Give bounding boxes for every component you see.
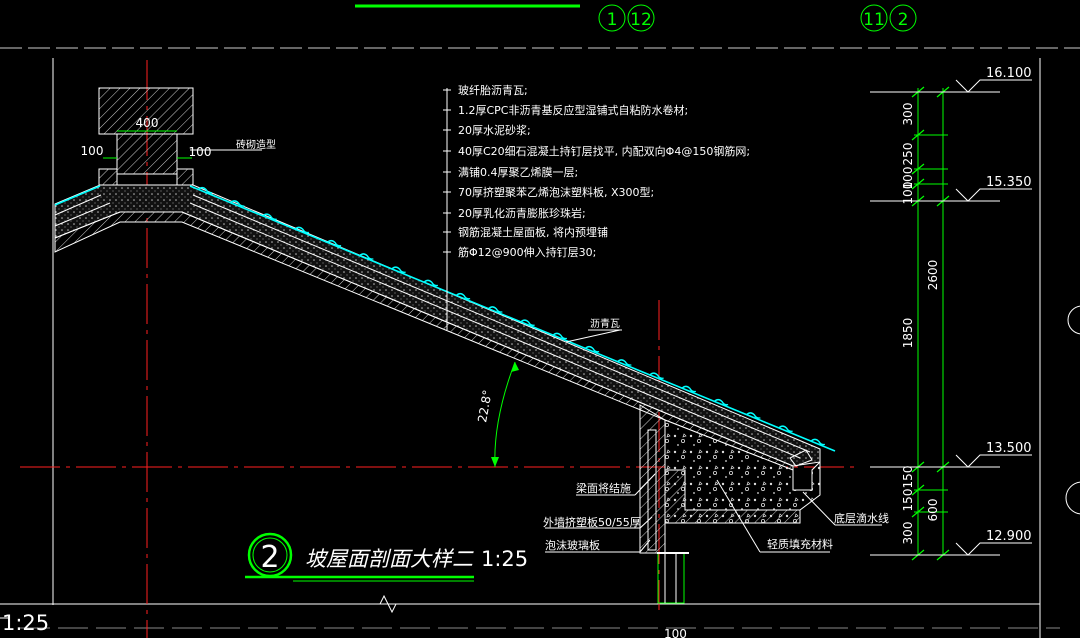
tile-tab xyxy=(487,306,503,313)
tile-tab xyxy=(584,345,600,353)
tile-tab xyxy=(262,213,277,221)
bottom-dim-100: 100 xyxy=(664,627,687,638)
layer-callout: 玻纤胎沥青瓦; 1.2厚CPC非沥青基反应型湿铺式自粘防水卷材; 20厚水泥砂浆… xyxy=(443,83,750,330)
title-text: 坡屋面剖面大样二 xyxy=(305,547,474,571)
dim-300-top: 300 xyxy=(901,103,915,126)
footer: 1:25 100 xyxy=(0,611,687,638)
slope-angle: 22.8° xyxy=(475,361,519,468)
tile-tab xyxy=(745,412,761,419)
elevation-upper: 15.350 xyxy=(986,175,1032,190)
footer-scale: 1:25 xyxy=(2,611,49,635)
elevation-top: 16.100 xyxy=(986,66,1032,81)
tile-tab xyxy=(294,226,310,234)
drip-label: 底层滴水线 xyxy=(834,511,889,525)
tile-tabs xyxy=(197,186,826,446)
tile-tab xyxy=(649,372,664,380)
ridge-left-dim: 100 xyxy=(81,144,104,158)
dim-100-b: 100 xyxy=(901,182,915,205)
tile-tab xyxy=(455,292,471,300)
dim-100-a: 100 xyxy=(901,167,915,190)
axis-bubble-right: 11 2 xyxy=(860,4,917,32)
dim-250: 250 xyxy=(901,143,915,166)
drawing-header: 1 12 11 2 xyxy=(0,4,1080,49)
tile-tab xyxy=(681,385,697,393)
insulation-label-1: 外墙挤塑板50/55厚 xyxy=(543,515,641,529)
dim-300-bottom: 300 xyxy=(901,522,915,545)
insulation-label-2: 泡沫玻璃板 xyxy=(545,538,600,552)
tile-tab xyxy=(358,253,374,260)
tile-tab xyxy=(520,319,535,327)
drawing-title: 2 坡屋面剖面大样二 1:25 xyxy=(245,532,528,582)
axis-label-right-a: 11 xyxy=(863,10,885,30)
dim-2600: 2600 xyxy=(926,260,940,291)
layer-item: 70厚挤塑聚苯乙烯泡沫塑料板, X300型; xyxy=(458,185,654,199)
dim-1850: 1850 xyxy=(901,318,915,349)
tile-tab xyxy=(552,332,568,340)
tile-tab xyxy=(713,398,729,406)
vertical-dimensions: 300 250 100 100 2600 1850 150 150 600 30… xyxy=(901,86,950,561)
layer-item: 40厚C20细石混凝土持钉层找平, 内配双向Φ4@150钢筋网; xyxy=(458,144,750,158)
leader-labels: 梁面将结施 外墙挤塑板50/55厚 泡沫玻璃板 轻质填充材料 底层滴水线 xyxy=(543,473,889,553)
layer-item: 玻纤胎沥青瓦; xyxy=(458,83,528,97)
ridge-label: 砖砌造型 xyxy=(236,138,276,151)
light-fill-label: 轻质填充材料 xyxy=(767,537,833,551)
ridge-block xyxy=(98,87,194,186)
beam-label: 梁面将结施 xyxy=(576,481,631,495)
dim-600: 600 xyxy=(926,499,940,522)
tile-callout: 沥青瓦 xyxy=(565,317,622,343)
tile-tab xyxy=(229,200,245,207)
elevation-bottom: 12.900 xyxy=(986,529,1032,544)
title-number: 2 xyxy=(260,540,279,575)
layer-item: 钢筋混凝土屋面板, 将内预埋铺 xyxy=(458,225,608,239)
axis-label-right-b: 2 xyxy=(898,10,909,30)
layer-item: 筋Φ12@900伸入持钉层30; xyxy=(458,245,596,259)
ridge-dimensions: 400 100 100 砖砌造型 xyxy=(81,116,276,159)
tile-tab xyxy=(616,359,632,366)
layer-item: 20厚水泥砂浆; xyxy=(458,123,531,137)
layer-item: 1.2厚CPC非沥青基反应型湿铺式自粘防水卷材; xyxy=(458,103,688,117)
axis-label-left-b: 12 xyxy=(630,10,652,30)
tile-tab xyxy=(423,279,439,287)
frame-lines xyxy=(0,58,1060,638)
title-scale: 1:25 xyxy=(481,547,528,571)
tile-tab xyxy=(391,266,406,274)
tile-tab xyxy=(778,425,793,433)
layer-item: 满铺0.4厚聚乙烯膜一层; xyxy=(458,166,578,179)
ridge-width-dim: 400 xyxy=(136,116,159,130)
elevation-eave: 13.500 xyxy=(986,441,1032,456)
axis-bubble-left: 1 12 xyxy=(598,4,655,32)
ridge-right-dim: 100 xyxy=(189,145,212,159)
roof-section xyxy=(54,184,836,471)
tile-tab xyxy=(197,186,213,194)
tile-tab xyxy=(326,239,342,247)
layer-item: 20厚乳化沥青膨胀珍珠岩; xyxy=(458,206,586,220)
wall-beam xyxy=(639,404,821,604)
dim-150-a: 150 xyxy=(901,466,915,489)
axis-label-left-a: 1 xyxy=(607,10,618,30)
edge-symbols xyxy=(1065,305,1080,515)
dim-150-b: 150 xyxy=(901,489,915,512)
angle-label: 22.8° xyxy=(475,389,494,424)
tile-tab xyxy=(810,438,826,446)
elevation-markers: 16.100 15.350 13.500 12.900 xyxy=(870,66,1032,556)
tile-label: 沥青瓦 xyxy=(590,317,620,330)
